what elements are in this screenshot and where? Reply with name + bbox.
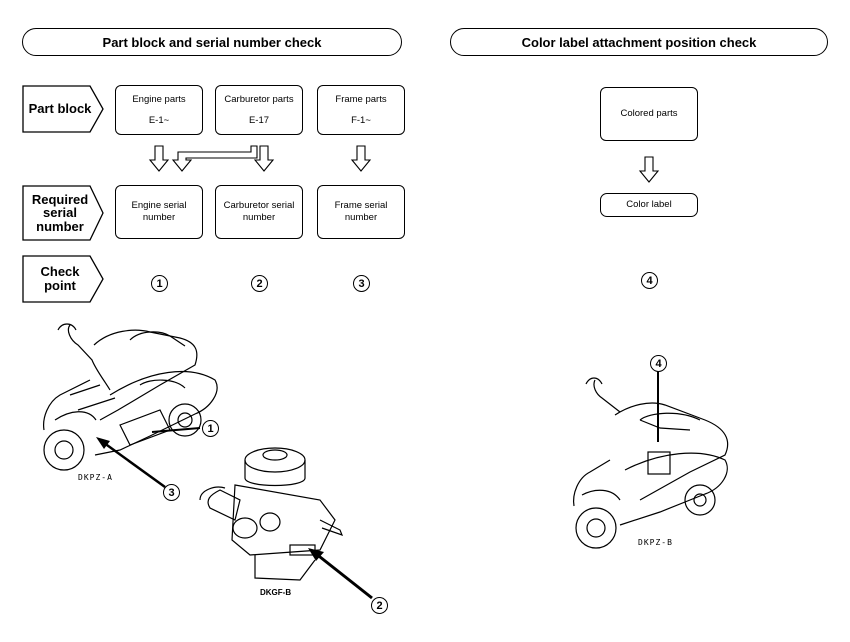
part-block-code: F-1~: [351, 114, 371, 126]
check-point-4: 4: [641, 272, 658, 289]
callout-number: 1: [207, 422, 214, 435]
row-label-part-block: Part block: [22, 85, 104, 133]
down-arrow-frame: [350, 145, 372, 172]
callout-1: 1: [202, 420, 219, 437]
right-section-title-text: Color label attachment position check: [521, 34, 757, 50]
down-arrow-carburetor: [253, 145, 275, 172]
callout-2-line: [314, 551, 373, 600]
check-point-number: 2: [256, 277, 263, 290]
callout-2: 2: [371, 597, 388, 614]
bent-arrow-carb-to-engine: [171, 145, 258, 172]
check-point-2: 2: [251, 275, 268, 292]
callout-3: 3: [163, 484, 180, 501]
figure-code-scooter-a: DKPZ-A: [78, 473, 113, 482]
part-block-name: Frame parts: [335, 93, 387, 105]
row-label-required-serial: Required serial number: [22, 185, 104, 241]
serial-frame: Frame serial number: [317, 185, 405, 239]
figure-code-carburetor: DKGF-B: [260, 588, 292, 597]
down-arrow-engine: [148, 145, 170, 172]
serial-number-text: Frame serial number: [334, 200, 388, 223]
serial-number-text: Engine serial number: [131, 200, 187, 223]
check-point-3: 3: [353, 275, 370, 292]
serial-carburetor: Carburetor serial number: [215, 185, 303, 239]
part-block-name: Engine parts: [132, 93, 186, 105]
row-label-shape: [22, 185, 104, 241]
left-section-title: Part block and serial number check: [22, 28, 402, 56]
carburetor-illustration: [199, 447, 344, 581]
row-label-shape: [22, 255, 104, 303]
row-label-part-block-text: Part block: [28, 101, 92, 117]
figure-code-scooter-b: DKPZ-B: [638, 538, 673, 547]
row-label-required-serial-text: Required serial number: [31, 191, 89, 234]
part-block-code: E-1~: [148, 114, 170, 126]
callout-number: 3: [168, 486, 175, 499]
down-arrow-color: [638, 156, 660, 183]
check-point-1: 1: [151, 275, 168, 292]
part-block-frame: Frame parts F-1~: [317, 85, 405, 135]
callout-2-arrowhead: [308, 548, 324, 561]
check-point-number: 4: [646, 274, 653, 287]
right-section-title: Color label attachment position check: [450, 28, 828, 56]
row-label-check-point: Check point: [22, 255, 104, 303]
callout-3-line: [99, 438, 166, 489]
check-point-number: 1: [156, 277, 163, 290]
color-label-box: Color label: [600, 193, 698, 217]
colored-parts-box: Colored parts: [600, 87, 698, 141]
serial-engine: Engine serial number: [115, 185, 203, 239]
color-label-text: Color label: [626, 199, 672, 211]
row-label-shape: [22, 85, 104, 133]
callout-number: 4: [655, 357, 662, 370]
callout-number: 2: [376, 599, 383, 612]
callout-1-line: [151, 427, 201, 433]
scooter-b-illustration: [573, 377, 729, 549]
scooter-a-illustration: [43, 323, 218, 471]
part-block-engine: Engine parts E-1~: [115, 85, 203, 135]
callout-4: 4: [650, 355, 667, 372]
part-block-carburetor: Carburetor parts E-17: [215, 85, 303, 135]
colored-parts-text: Colored parts: [620, 108, 678, 120]
row-label-check-point-text: Check point: [40, 264, 80, 293]
check-point-number: 3: [358, 277, 365, 290]
serial-number-text: Carburetor serial number: [223, 200, 295, 223]
left-section-title-text: Part block and serial number check: [102, 34, 322, 50]
part-block-code: E-17: [248, 114, 270, 126]
part-block-name: Carburetor parts: [224, 93, 294, 105]
callout-3-arrowhead: [96, 437, 110, 449]
